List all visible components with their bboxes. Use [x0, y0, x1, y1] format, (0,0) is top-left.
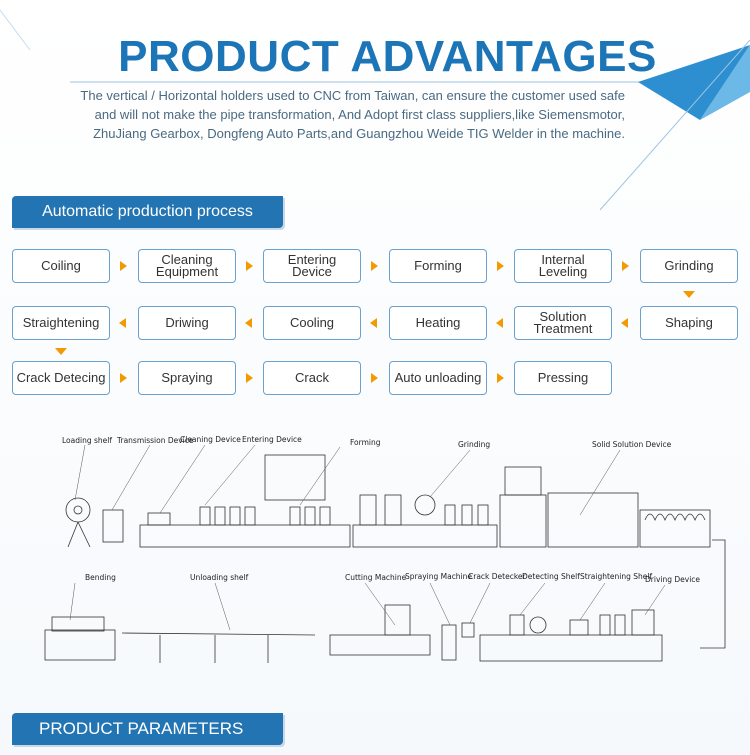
step-driwing: Driwing: [138, 306, 236, 340]
step-crack: Crack: [263, 361, 361, 395]
step-crack-detecing: Crack Detecing: [12, 361, 110, 395]
arrow-left-icon: [119, 318, 126, 328]
step-pressing: Pressing: [514, 361, 612, 395]
parameters-heading: PRODUCT PARAMETERS: [12, 713, 283, 745]
diagram-label: Crack Detecker: [468, 572, 527, 581]
arrow-down-icon: [683, 291, 695, 298]
step-solution-treatment: Solution Treatment: [514, 306, 612, 340]
step-straightening: Straightening: [12, 306, 110, 340]
arrow-right-icon: [371, 373, 378, 383]
arrow-left-icon: [370, 318, 377, 328]
diagram-label: Bending: [85, 573, 116, 582]
diagram-label: Cutting Machine: [345, 573, 407, 582]
diagram-label: Entering Device: [242, 435, 302, 444]
step-coiling: Coiling: [12, 249, 110, 283]
process-heading: Automatic production process: [12, 196, 283, 228]
description-line: The vertical / Horizontal holders used t…: [80, 88, 625, 103]
step-spraying: Spraying: [138, 361, 236, 395]
arrow-left-icon: [245, 318, 252, 328]
description-line: ZhuJiang Gearbox, Dongfeng Auto Parts,an…: [93, 126, 625, 141]
step-internal-leveling: Internal Leveling: [514, 249, 612, 283]
arrow-right-icon: [497, 261, 504, 271]
step-auto-unloading: Auto unloading: [389, 361, 487, 395]
description-line: and will not make the pipe transformatio…: [94, 107, 625, 122]
step-entering-device: Entering Device: [263, 249, 361, 283]
product-description: The vertical / Horizontal holders used t…: [60, 86, 625, 143]
diagram-label: Straightening Shelf: [580, 572, 652, 581]
arrow-right-icon: [120, 261, 127, 271]
production-line-diagram: Loading shelf Transmission Device Cleani…: [44, 435, 726, 663]
step-forming: Forming: [389, 249, 487, 283]
arrow-right-icon: [246, 261, 253, 271]
arrow-left-icon: [621, 318, 628, 328]
diagram-label: Grinding: [458, 440, 490, 449]
diagram-label: Cleaning Device: [180, 435, 241, 444]
diagram-label: Unloading shelf: [190, 573, 249, 582]
arrow-right-icon: [622, 261, 629, 271]
step-heating: Heating: [389, 306, 487, 340]
arrow-right-icon: [497, 373, 504, 383]
diagram-label: Transmission Device: [116, 436, 194, 445]
arrow-right-icon: [246, 373, 253, 383]
diagram-label: Spraying Machine: [405, 572, 472, 581]
diagram-label: Detecting Shelf: [522, 572, 580, 581]
page-title: PRODUCT ADVANTAGES: [118, 32, 657, 81]
arrow-left-icon: [496, 318, 503, 328]
arrow-right-icon: [371, 261, 378, 271]
diagram-label: Loading shelf: [62, 436, 112, 445]
diagram-label: Forming: [350, 438, 381, 447]
arrow-down-icon: [55, 348, 67, 355]
step-shaping: Shaping: [640, 306, 738, 340]
step-grinding: Grinding: [640, 249, 738, 283]
diagram-label: Driving Device: [645, 575, 700, 584]
step-cooling: Cooling: [263, 306, 361, 340]
arrow-right-icon: [120, 373, 127, 383]
step-cleaning-equipment: Cleaning Equipment: [138, 249, 236, 283]
diagram-label: Solid Solution Device: [592, 440, 672, 449]
